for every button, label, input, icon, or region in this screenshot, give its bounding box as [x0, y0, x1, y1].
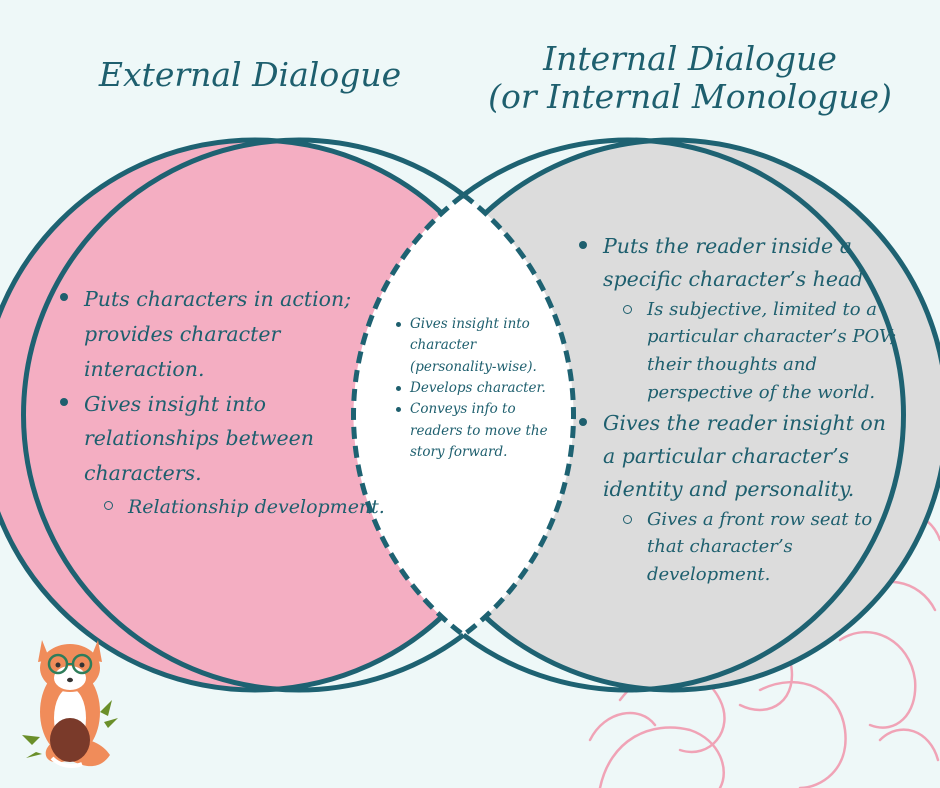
external-sub-item: Relationship development.: [104, 491, 385, 523]
internal-item: Gives the reader insight on a particular…: [579, 407, 903, 505]
internal-dialogue-list: Puts the reader inside a specific charac…: [579, 230, 903, 590]
internal-sub-item: Is subjective, limited to a particular c…: [623, 296, 903, 408]
internal-title-line1: Internal Dialogue: [543, 39, 837, 78]
overlap-item: Gives insight into character (personalit…: [396, 314, 550, 378]
overlap-item: Develops character.: [396, 378, 550, 399]
external-item: Gives insight into relationships between…: [60, 387, 384, 492]
overlap-region: [351, 191, 576, 639]
internal-title-line2: (or Internal Monologue): [488, 76, 892, 116]
internal-dialogue-title: Internal Dialogue (or Internal Monologue…: [470, 40, 910, 116]
external-dialogue-title: External Dialogue: [98, 55, 402, 94]
fox-illustration: [22, 640, 118, 768]
external-item: Puts characters in action; provides char…: [60, 282, 384, 387]
internal-sub-item: Gives a front row seat to that character…: [623, 506, 903, 590]
external-dialogue-list: Puts characters in action; provides char…: [60, 282, 385, 523]
internal-item: Puts the reader inside a specific charac…: [579, 230, 903, 296]
overlap-item: Conveys info to readers to move the stor…: [396, 399, 550, 463]
overlap-list: Gives insight into character (personalit…: [396, 314, 550, 463]
